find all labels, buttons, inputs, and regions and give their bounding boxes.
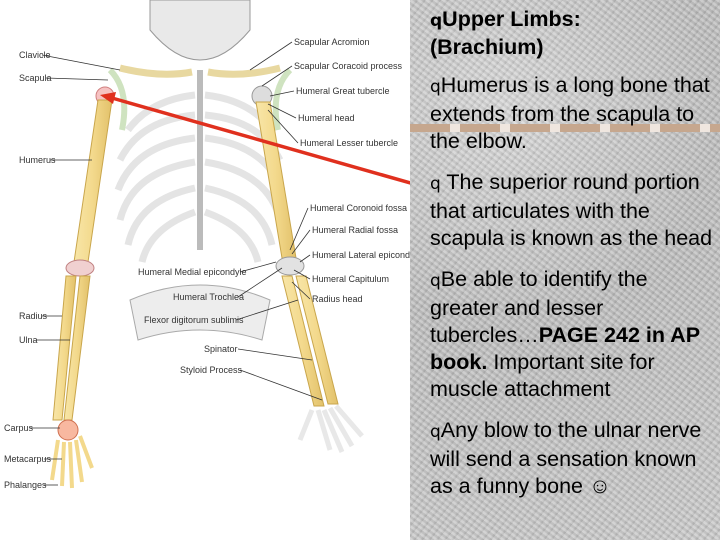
label-humeral-radial-fossa: Humeral Radial fossa xyxy=(312,225,398,235)
label-humeral-head: Humeral head xyxy=(298,113,355,123)
label-radius: Radius xyxy=(19,311,48,321)
bullet-marker: q xyxy=(430,77,441,97)
label-ulna: Ulna xyxy=(19,335,38,345)
bullet-text: Humerus is a long bone that extends from… xyxy=(430,73,710,153)
bullet-marker: q xyxy=(430,271,441,291)
label-humeral-coronoid-fossa: Humeral Coronoid fossa xyxy=(310,203,407,213)
label-flexor-digitorum: Flexor digitorum sublimis xyxy=(144,315,244,325)
neck-vertebrae xyxy=(150,0,250,60)
labels-left: Clavicle Scapula Humerus Radius Ulna Car… xyxy=(4,50,56,490)
left-arm-bones xyxy=(52,87,114,488)
upper-limb-diagram: Clavicle Scapula Humerus Radius Ulna Car… xyxy=(0,0,420,540)
bullet-text: The superior round portion that articula… xyxy=(430,170,712,250)
title-line-2: (Brachium) xyxy=(430,35,543,59)
left-clavicle xyxy=(120,68,192,74)
skeleton-illustration: Clavicle Scapula Humerus Radius Ulna Car… xyxy=(0,0,420,540)
label-humeral-great-tubercle: Humeral Great tubercle xyxy=(296,86,390,96)
bullet-marker: q xyxy=(430,422,441,442)
label-carpus: Carpus xyxy=(4,423,34,433)
bullet-text: Any blow to the ulnar nerve will send a … xyxy=(430,418,701,498)
title-bullet: q xyxy=(430,11,442,31)
bullet-tubercles: qBe able to identify the greater and les… xyxy=(430,266,716,403)
bullet-humerus: qHumerus is a long bone that extends fro… xyxy=(430,72,716,155)
label-scapular-coracoid: Scapular Coracoid process xyxy=(294,61,403,71)
label-humeral-capitulum: Humeral Capitulum xyxy=(312,274,389,284)
title-line-1: Upper Limbs: xyxy=(442,7,581,31)
label-phalanges: Phalanges xyxy=(4,480,47,490)
slide-title: qUpper Limbs: (Brachium) xyxy=(430,6,716,60)
right-clavicle xyxy=(208,68,280,74)
slide-text: qUpper Limbs: (Brachium) qHumerus is a l… xyxy=(430,6,716,536)
bullet-head: q The superior round portion that articu… xyxy=(430,169,716,252)
label-radius-head: Radius head xyxy=(312,294,363,304)
label-metacarpus: Metacarpus xyxy=(4,454,52,464)
labels-right: Scapular Acromion Scapular Coracoid proc… xyxy=(294,37,420,304)
label-clavicle: Clavicle xyxy=(19,50,51,60)
label-humeral-medial-epicondyle: Humeral Medial epicondyle xyxy=(138,267,247,277)
bullet-funny-bone: qAny blow to the ulnar nerve will send a… xyxy=(430,417,716,500)
label-spinator: Spinator xyxy=(204,344,238,354)
labels-center: Humeral Medial epicondyle Humeral Trochl… xyxy=(138,267,247,375)
label-styloid-process: Styloid Process xyxy=(180,365,243,375)
label-humeral-lesser-tubercle: Humeral Lesser tubercle xyxy=(300,138,398,148)
smiley-icon: ☺ xyxy=(589,474,611,498)
label-humerus: Humerus xyxy=(19,155,56,165)
bullet-marker: q xyxy=(430,174,441,194)
label-humeral-trochlea: Humeral Trochlea xyxy=(173,292,244,302)
label-scapula: Scapula xyxy=(19,73,52,83)
label-scapular-acromion: Scapular Acromion xyxy=(294,37,370,47)
label-humeral-lateral-epicondyle: Humeral Lateral epicondyle xyxy=(312,250,420,260)
